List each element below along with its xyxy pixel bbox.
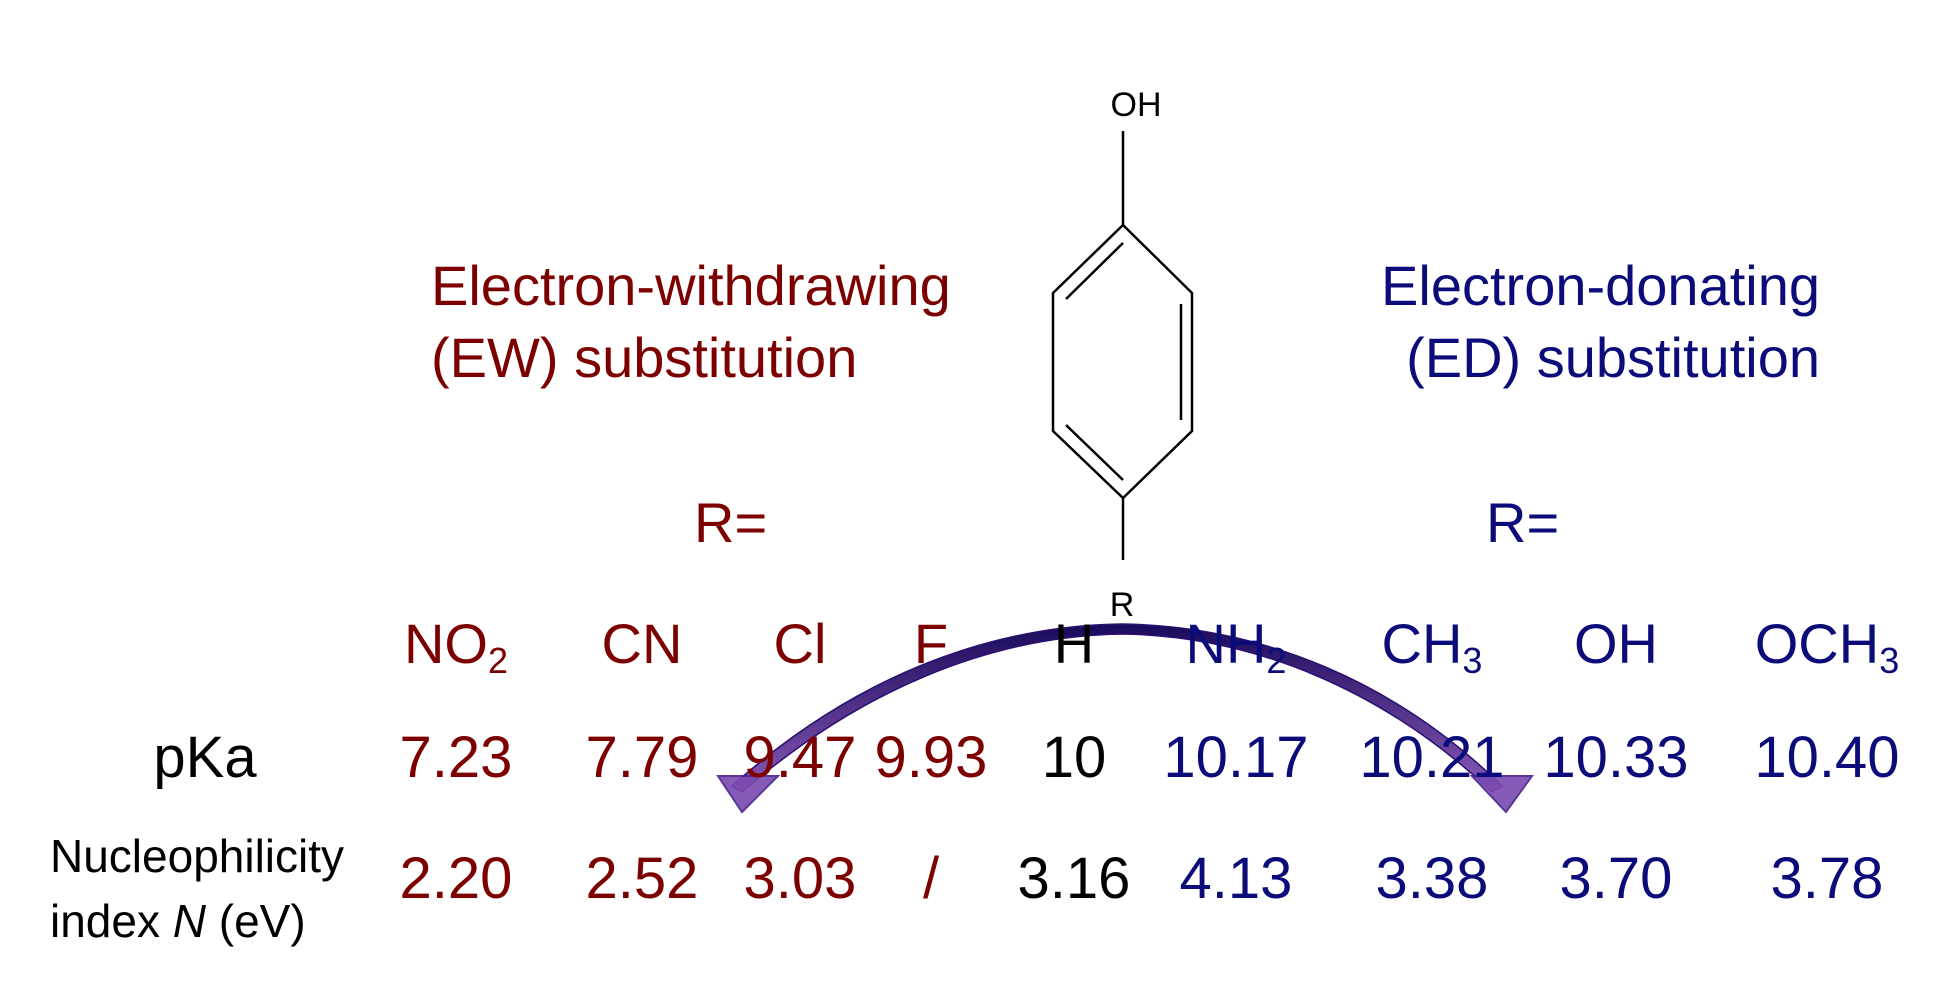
pka-value: 7.23 (400, 725, 513, 790)
nucleophilicity-value: 3.70 (1560, 846, 1673, 911)
pka-value: 10.21 (1359, 725, 1504, 790)
n-row-label-line2: index N (eV) (50, 895, 306, 947)
nucleophilicity-value: 3.78 (1771, 846, 1884, 911)
n-row-label-line1: Nucleophilicity (50, 830, 344, 882)
pka-value: 10 (1042, 725, 1107, 790)
substituent-formula: CH (1382, 612, 1463, 675)
pka-value: 10.17 (1163, 725, 1308, 790)
hydroxyl-label: OH (1111, 86, 1162, 124)
substituent-header: NO2 (404, 612, 508, 681)
nucleophilicity-value: 2.52 (586, 846, 699, 911)
ed-r-label: R= (1486, 491, 1559, 554)
substituent-formula: CN (602, 612, 683, 675)
nucleophilicity-value: 3.03 (744, 846, 857, 911)
nucleophilicity-value: / (923, 846, 940, 911)
nucleophilicity-value: 4.13 (1180, 846, 1293, 911)
ed-heading-line1: Electron-donating (1381, 254, 1820, 317)
substituent-table: NO27.232.20CN7.792.52Cl9.473.03F9.93/H10… (400, 612, 1900, 911)
ew-heading-line1: Electron-withdrawing (431, 254, 951, 317)
nucleophilicity-value: 3.16 (1018, 846, 1131, 911)
ew-heading-line2: (EW) substitution (431, 326, 857, 389)
pka-value: 10.33 (1543, 725, 1688, 790)
phenol-structure (1051, 131, 1194, 560)
substituent-formula: OH (1574, 612, 1658, 675)
substituent-subscript: 3 (1462, 640, 1482, 681)
double-curved-arrow (716, 623, 1534, 814)
substituent-subscript: 2 (1266, 640, 1286, 681)
substituent-formula: NH (1186, 612, 1267, 675)
substituent-formula: H (1054, 612, 1094, 675)
substituent-header: H (1054, 612, 1094, 675)
substituent-header: OCH3 (1755, 612, 1899, 681)
pka-value: 9.47 (744, 725, 857, 790)
substituent-subscript: 3 (1879, 640, 1899, 681)
pka-row-label: pKa (153, 725, 257, 790)
substituent-subscript: 2 (488, 640, 508, 681)
substituent-formula: Cl (774, 612, 827, 675)
substituent-header: NH2 (1186, 612, 1287, 681)
ew-r-label: R= (694, 491, 767, 554)
substituent-header: CH3 (1382, 612, 1483, 681)
arrowhead-right-icon (1469, 775, 1534, 814)
substituent-formula: NO (404, 612, 488, 675)
pka-value: 10.40 (1754, 725, 1899, 790)
substituent-formula: F (914, 612, 948, 675)
substituent-formula: OCH (1755, 612, 1879, 675)
pka-value: 9.93 (875, 725, 988, 790)
substituent-header: Cl (774, 612, 827, 675)
substituent-header: OH (1574, 612, 1658, 675)
nucleophilicity-value: 2.20 (400, 846, 513, 911)
r-group-label: R (1110, 586, 1135, 624)
arrowhead-left-icon (716, 775, 781, 814)
substituent-header: F (914, 612, 948, 675)
nucleophilicity-value: 3.38 (1376, 846, 1489, 911)
substituent-header: CN (602, 612, 683, 675)
ed-heading-line2: (ED) substitution (1406, 326, 1820, 389)
pka-value: 7.79 (586, 725, 699, 790)
